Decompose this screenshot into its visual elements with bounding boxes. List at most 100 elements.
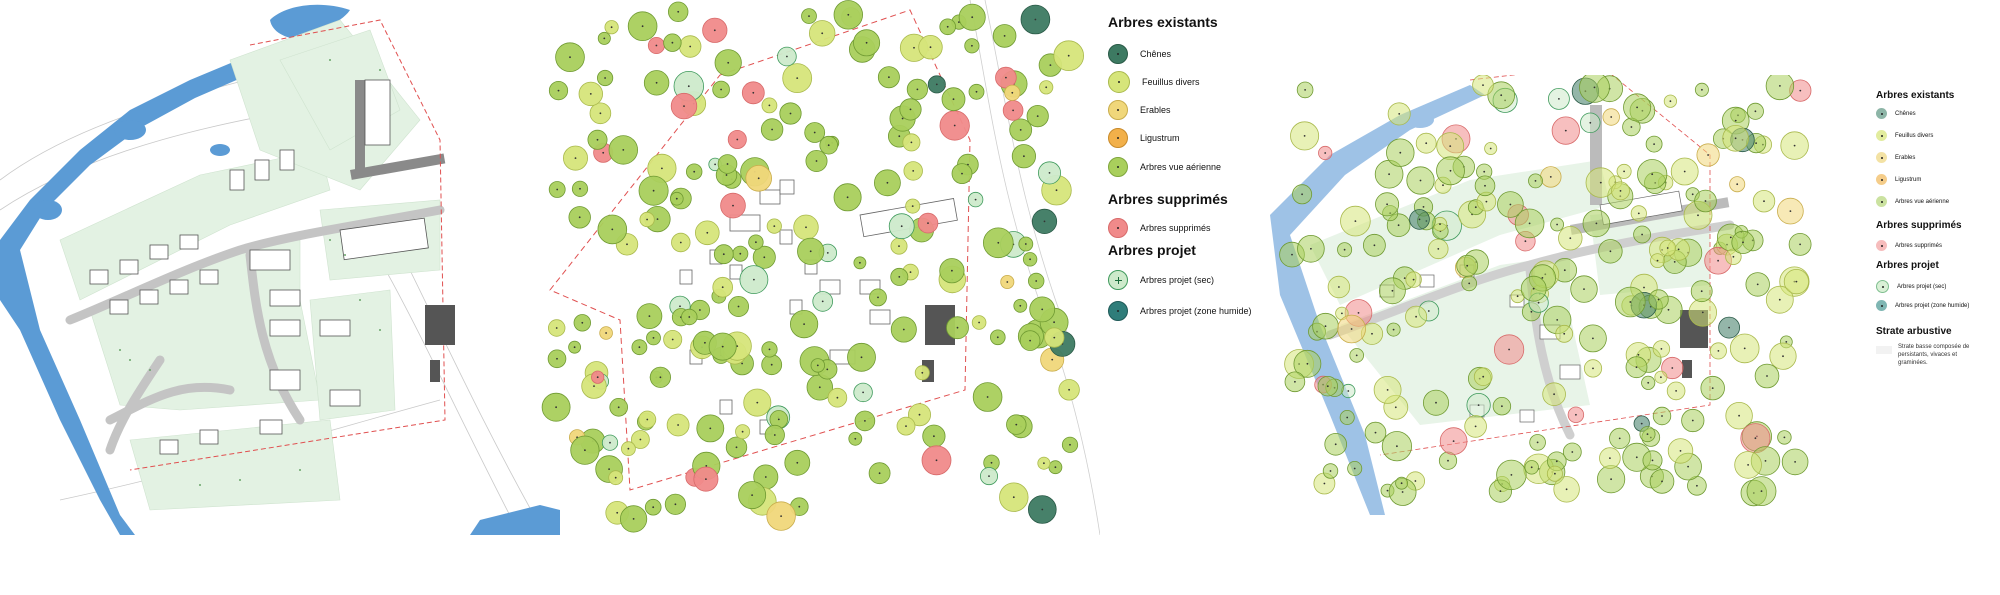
tree-trunk-dot <box>1499 490 1502 492</box>
tree-trunk-dot <box>1783 436 1786 439</box>
tree-trunk-dot <box>661 167 663 170</box>
tree-trunk-dot <box>910 141 913 144</box>
tree-trunk-dot <box>1589 121 1592 124</box>
project-tree-dry-icon <box>1108 270 1128 290</box>
tree-trunk-dot <box>581 321 584 324</box>
tree-trunk-dot <box>786 55 788 58</box>
tree-trunk-dot <box>1755 142 1757 144</box>
tree-trunk-dot <box>693 170 696 173</box>
tree-trunk-dot <box>1661 415 1663 417</box>
tree-trunk-dot <box>1442 184 1444 187</box>
tree-trunk-dot <box>1743 347 1746 350</box>
tree-trunk-dot <box>1326 385 1329 388</box>
tree-trunk-dot <box>1754 437 1757 440</box>
legend-mini-item-maple: Erables <box>1876 152 1915 163</box>
tree-trunk-dot <box>1357 312 1360 314</box>
tree-trunk-dot <box>706 231 709 234</box>
tree-trunk-dot <box>596 138 599 141</box>
tree-trunk-dot <box>1310 247 1312 250</box>
tree-trunk-dot <box>958 21 960 23</box>
tree-trunk-dot <box>659 376 662 379</box>
tree-trunk-dot <box>1701 88 1703 91</box>
tree-trunk-dot <box>951 269 953 272</box>
tree-trunk-dot <box>916 88 919 91</box>
tree-trunk-dot <box>1484 184 1486 187</box>
tree-trunk-dot <box>1635 456 1638 459</box>
tree-trunk-dot <box>677 10 680 13</box>
tree-trunk-dot <box>1700 290 1703 293</box>
tree-trunk-dot <box>1707 154 1709 156</box>
tree-trunk-dot <box>1324 152 1327 154</box>
tree-trunk-dot <box>1397 224 1400 227</box>
tree-trunk-dot <box>1666 247 1669 249</box>
tree-trunk-dot <box>1675 390 1677 392</box>
legend-mini-item-removed: Arbres supprimés <box>1876 240 1942 251</box>
tree-trunk-dot <box>732 204 734 207</box>
legend-item-project-dry: Arbres projet (sec) <box>1108 270 1214 290</box>
legend-title-removed: Arbres supprimés <box>1108 191 1228 207</box>
tree-trunk-dot <box>1466 264 1469 267</box>
tree-trunk-dot <box>956 326 959 329</box>
tree-trunk-dot <box>1394 406 1397 409</box>
tree-trunk-dot <box>722 253 725 256</box>
tree-trunk-dot <box>578 216 581 219</box>
tree-trunk-dot <box>1291 253 1293 256</box>
tree-trunk-dot <box>596 376 599 379</box>
tree-trunk-dot <box>584 449 586 452</box>
tree-trunk-dot <box>1643 286 1645 289</box>
legend-item-aerial: Arbres vue aérienne <box>1108 157 1221 177</box>
tree-trunk-dot <box>1401 491 1404 493</box>
legend-mini-item-aerial: Arbres vue aérienne <box>1876 196 1949 207</box>
legend-title-project: Arbres projet <box>1108 242 1196 258</box>
tree-trunk-dot <box>721 345 724 348</box>
tree-marker <box>1765 75 1795 101</box>
tree-trunk-dot <box>1734 137 1737 140</box>
tree-trunk-dot <box>862 391 864 394</box>
tree-trunk-dot <box>1660 348 1663 350</box>
tree-trunk-dot <box>1555 460 1558 463</box>
tree-trunk-dot <box>1782 355 1784 358</box>
tree-trunk-dot <box>739 252 742 255</box>
legend-item-maple: Erables <box>1108 100 1171 120</box>
tree-trunk-dot <box>611 228 614 231</box>
tree-trunk-dot <box>608 468 610 470</box>
tree-inventory-plan <box>530 0 1100 535</box>
tree-trunk-dot <box>1054 466 1057 469</box>
legend-mini-item-oak: Chênes <box>1876 108 1916 119</box>
tree-trunk-dot <box>770 363 773 366</box>
tree-trunk-dot <box>1704 200 1707 202</box>
tree-trunk-dot <box>573 346 576 349</box>
tree-trunk-dot <box>1485 200 1488 203</box>
tree-trunk-dot <box>646 218 648 221</box>
tree-trunk-dot <box>617 406 620 409</box>
roads <box>65 205 445 455</box>
tree-trunk-dot <box>1756 283 1759 286</box>
tree-trunk-dot <box>821 300 824 303</box>
tree-trunk-dot <box>1534 180 1537 182</box>
tree-trunk-dot <box>1554 472 1556 475</box>
tree-trunk-dot <box>1583 288 1585 290</box>
tree-trunk-dot <box>1053 336 1056 339</box>
tree-trunk-dot <box>1667 308 1670 311</box>
tree-trunk-dot <box>1412 278 1415 281</box>
tree-trunk-dot <box>1501 405 1503 408</box>
tree-trunk-dot <box>1764 460 1767 462</box>
tree-trunk-dot <box>755 241 757 244</box>
legend-mini-title-existing: Arbres existants <box>1876 90 1955 101</box>
tree-trunk-dot <box>1789 210 1792 213</box>
tree-trunk-dot <box>1371 332 1373 335</box>
tree-trunk-dot <box>898 276 901 278</box>
shrub-layer-note: Strate basse composée de persistants, vi… <box>1898 344 1970 366</box>
tree-trunk-dot <box>1400 482 1403 485</box>
maple-tree-icon <box>1876 152 1887 163</box>
tree-trunk-dot <box>909 108 912 111</box>
tree-trunk-dot <box>877 296 879 299</box>
tree-trunk-dot <box>1651 459 1654 462</box>
tree-trunk-dot <box>1303 135 1306 137</box>
tree-trunk-dot <box>1763 200 1765 203</box>
tree-trunk-dot <box>1799 89 1802 92</box>
tree-trunk-dot <box>1637 353 1640 356</box>
tree-trunk-dot <box>1795 280 1798 283</box>
tree-trunk-dot <box>1592 337 1594 340</box>
legend-mini-item-project-wet: Arbres projet (zone humide) <box>1876 300 1969 311</box>
